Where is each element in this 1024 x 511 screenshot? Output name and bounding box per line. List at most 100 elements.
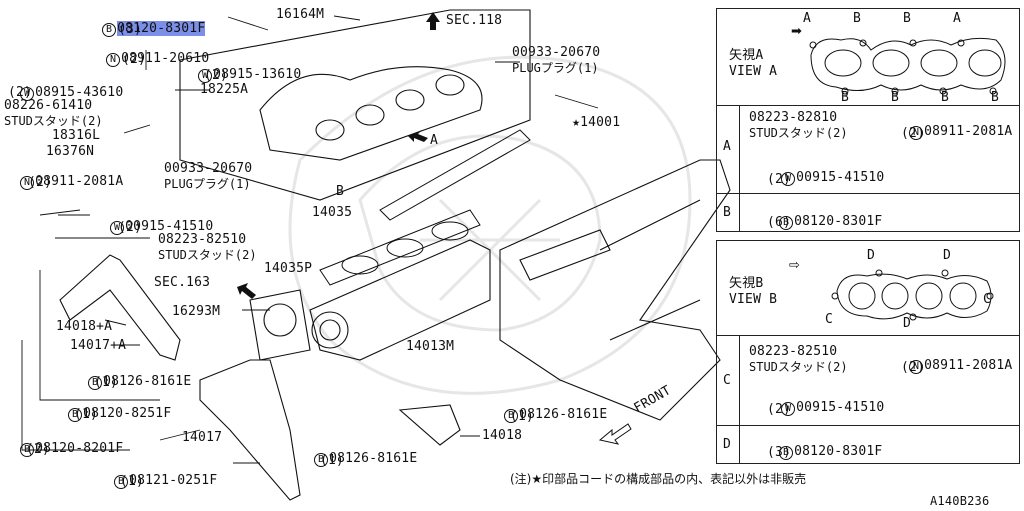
part-code: 08911-20610 [121,51,210,66]
row-b-letter: B [723,205,731,220]
callout-16293M[interactable]: 16293M [172,304,221,319]
callout-qty: STUDスタッド(2) [158,248,257,262]
callout-qty: (1) [320,453,345,468]
view-a-marker[interactable]: A [430,133,439,148]
watermark [288,55,692,395]
gaskets [319,129,531,286]
callout-qty: (2) [122,52,147,67]
callout-14017A[interactable]: 14017+A [70,338,127,353]
marker-b: B [991,90,1000,105]
view-b-marker[interactable]: B [336,184,345,199]
callout-14017[interactable]: 14017 [182,430,223,445]
callout-qty: (2) [8,85,33,100]
callout-18225A[interactable]: 18225A [200,82,249,97]
callout-16376N[interactable]: 16376N [46,144,95,159]
part-code: 00915-41510 [125,219,214,234]
callout-qty: (1) [510,409,535,424]
column-divider [739,105,740,231]
row-c-stud-code[interactable]: 08223-82510 [749,344,838,359]
callout-qty: (1) [74,407,99,422]
callout-14013M[interactable]: 14013M [406,339,455,354]
nut-type-icon: N [909,360,924,374]
callout-18316L[interactable]: 18316L [52,128,101,143]
part-code: 08121-0251F [129,473,218,488]
marker-b: B [891,90,900,105]
part-code: 08911-2081A [924,358,1013,373]
part-code: 08911-2081A [924,124,1013,139]
callout-14035P[interactable]: 14035P [264,261,313,276]
callout-16164M[interactable]: 16164M [276,7,325,22]
bolt-type-icon: B [114,475,129,489]
part-code: 08915-13610 [213,67,302,82]
arrow-right-outline-icon: ⇨ [789,258,801,273]
part-code: 08126-8161E [519,407,608,422]
bolt-type-icon: B [314,453,329,467]
star-icon: ★ [572,115,581,130]
washer-type-icon: W [110,221,125,235]
part-code: 08120-8301F [794,444,883,459]
callout-14035[interactable]: 14035 [312,205,353,220]
row-a-stud-code[interactable]: 08223-82810 [749,110,838,125]
marker-a: A [953,11,962,26]
row-c [717,335,1019,336]
part-code: 08911-2081A [35,174,124,189]
view-a-caption: VIEW A [729,64,778,79]
row-a [717,105,1019,106]
view-b-title: 矢視B [729,276,764,291]
bolt-type-icon: B [88,376,103,390]
callout-08226-61410[interactable]: 08226-61410 [4,98,93,113]
callout-sec118[interactable]: SEC.118 [446,13,503,28]
marker-c: C [983,292,992,307]
callout-08223-82510[interactable]: 08223-82510 [158,232,247,247]
callout-qty: PLUGプラグ(1) [164,177,251,191]
nut-type-icon: N [909,126,924,140]
nut-type-icon: N [20,176,35,190]
column-divider [739,335,740,463]
callout-00933-20670-top[interactable]: 00933-20670 [512,45,601,60]
part-code: 00915-41510 [796,170,885,185]
row-c-stud-qty: STUDスタッド(2) [749,360,848,374]
callout-14001[interactable]: ★14001 [556,102,620,130]
row-a-nut-qty: (2) [901,126,926,141]
callout-14018A[interactable]: 14018+A [56,319,113,334]
bolt-type-icon: B [504,409,519,423]
part-code: 08120-8201F [35,441,124,456]
row-a-washer-qty: (2) [767,172,792,187]
callout-00933-20670-mid[interactable]: 00933-20670 [164,161,253,176]
callout-sec163[interactable]: SEC.163 [154,275,211,290]
row-c-nut-qty: (2) [901,360,926,375]
callout-qty: STUDスタッド(2) [4,114,103,128]
callout-14018[interactable]: 14018 [482,428,523,443]
intake-manifold-lower [249,239,491,361]
marker-b: B [841,90,850,105]
bolt-type-icon: B [68,408,83,422]
part-code: 00915-41510 [796,400,885,415]
row-b [717,193,1019,194]
row-b-qty: (6) [767,215,792,230]
row-d-qty: (3) [767,445,792,460]
row-c-letter: C [723,373,731,388]
intake-manifold-upper [179,9,531,201]
washer-type-icon: W [781,402,796,416]
bolt-type-icon: B [779,216,794,230]
callout-qty: (2) [204,68,229,83]
